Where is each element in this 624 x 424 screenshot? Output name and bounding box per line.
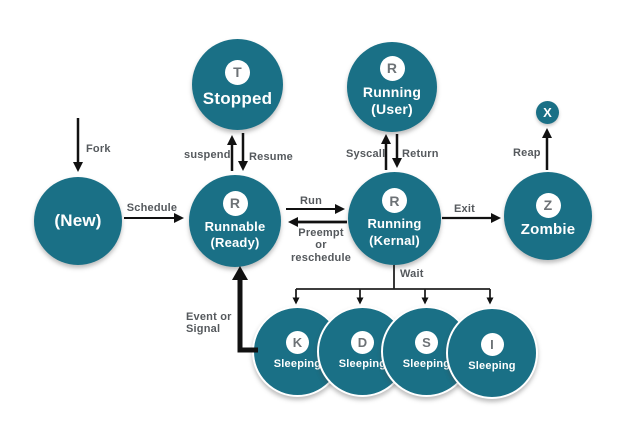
node-sleeping-d-label: Sleeping bbox=[338, 358, 387, 371]
node-stopped-label: Stopped bbox=[202, 88, 273, 108]
node-running-kernel-line2: (Kernal) bbox=[369, 232, 420, 248]
resume-label: Resume bbox=[249, 151, 293, 163]
syscall-label: Syscall bbox=[346, 148, 386, 160]
badge-r-runnable: R bbox=[222, 190, 248, 216]
node-sleeping-s-label: Sleeping bbox=[402, 358, 451, 371]
suspend-label: suspend bbox=[184, 149, 231, 161]
badge-r-kernel: R bbox=[382, 188, 407, 214]
node-new-label: (New) bbox=[54, 211, 102, 231]
badge-d: D bbox=[351, 331, 374, 355]
badge-z: Z bbox=[535, 192, 561, 218]
node-runnable-line1: Runnable bbox=[204, 218, 266, 234]
badge-s: S bbox=[415, 331, 438, 355]
node-running-kernel-line1: Running bbox=[367, 216, 422, 232]
node-zombie: Z Zombie bbox=[504, 172, 592, 260]
node-runnable: R Runnable (Ready) bbox=[189, 175, 281, 267]
wait-label: Wait bbox=[400, 268, 424, 280]
reap-label: Reap bbox=[513, 147, 541, 159]
exit-label: Exit bbox=[454, 203, 475, 215]
node-sleeping-i: I Sleeping bbox=[446, 307, 538, 399]
node-sleeping-i-label: Sleeping bbox=[468, 359, 516, 372]
badge-x: X bbox=[543, 105, 552, 120]
fork-label: Fork bbox=[86, 143, 111, 155]
badge-i: I bbox=[480, 332, 504, 356]
badge-k: K bbox=[286, 331, 309, 355]
node-terminated: X bbox=[536, 101, 559, 124]
run-label: Run bbox=[300, 195, 322, 207]
return-label: Return bbox=[402, 148, 439, 160]
badge-r-user: R bbox=[379, 55, 405, 81]
node-sleeping-k-label: Sleeping bbox=[273, 358, 322, 371]
preempt-label: Preempt or reschedule bbox=[290, 227, 352, 264]
node-running-kernel: R Running (Kernal) bbox=[348, 172, 441, 265]
badge-t: T bbox=[225, 59, 250, 85]
wait-branch-lines bbox=[296, 265, 490, 290]
node-running-user: R Running (User) bbox=[347, 42, 437, 132]
node-zombie-label: Zombie bbox=[520, 220, 576, 238]
node-runnable-line2: (Ready) bbox=[210, 235, 260, 250]
node-new: (New) bbox=[34, 177, 122, 265]
event-signal-label: Event or Signal bbox=[186, 311, 232, 336]
node-running-user-line2: (User) bbox=[371, 101, 413, 117]
node-running-user-line1: Running bbox=[362, 83, 422, 100]
node-stopped: T Stopped bbox=[192, 39, 283, 130]
schedule-label: Schedule bbox=[126, 202, 178, 214]
